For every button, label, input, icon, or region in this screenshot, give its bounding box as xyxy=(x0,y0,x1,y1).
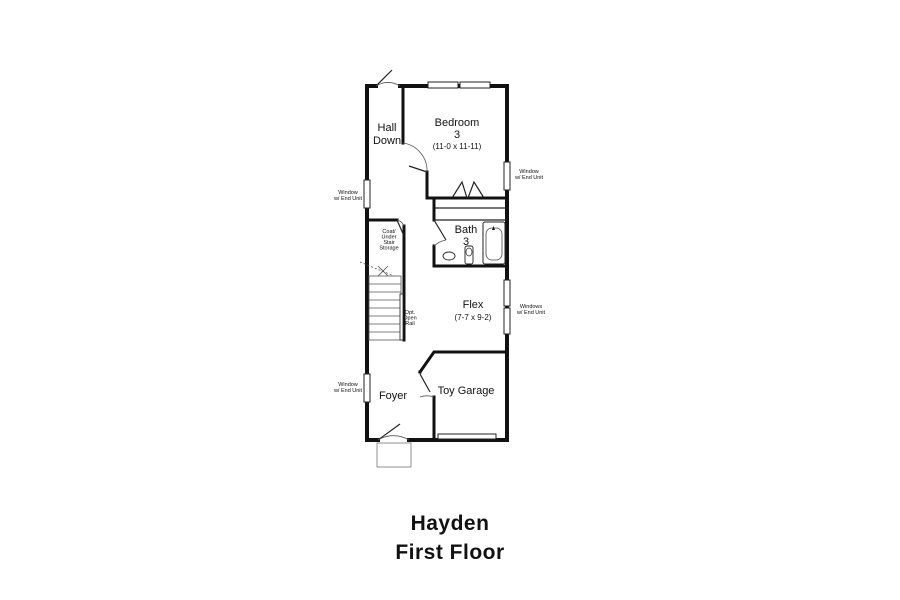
floor-name: First Floor xyxy=(395,541,505,564)
doors xyxy=(375,69,485,468)
bedroom-dimensions: (11-0 x 11-11) xyxy=(433,142,482,151)
window-note-right-upper-line-1: Window xyxy=(519,169,539,175)
open-rail-note-line-2: Open xyxy=(403,316,416,322)
bath-label-line-1: Bath xyxy=(455,224,478,236)
windows xyxy=(363,81,511,440)
window-note-left-upper-line-2: w/ End Unit xyxy=(333,196,363,202)
interior-walls xyxy=(365,84,509,442)
window-note-right-upper-line-2: w/ End Unit xyxy=(514,175,544,181)
foyer-label: Foyer xyxy=(379,390,407,402)
plan-name: Hayden xyxy=(410,512,490,535)
bath-label-line-2: 3 xyxy=(463,236,469,248)
window-note-left-lower-line-1: Window xyxy=(338,382,358,388)
open-rail-note-line-1: Opt. xyxy=(405,310,416,316)
hall-label-line-1: Hall xyxy=(378,122,397,134)
bedroom-label-line-2: 3 xyxy=(454,129,460,141)
toy-garage-label: Toy Garage xyxy=(438,385,495,397)
open-rail-note-line-3: Rail xyxy=(405,321,414,327)
window-note-left-upper-line-1: Window xyxy=(338,190,358,196)
window-note-left-lower-line-2: w/ End Unit xyxy=(333,388,363,394)
bath-fixtures xyxy=(442,221,506,265)
coat-storage-note-line-2: Under xyxy=(382,235,397,241)
windows-note-right-mid-line-1: Windows xyxy=(520,304,543,310)
coat-storage-note-line-4: Storage xyxy=(379,246,398,252)
hall-label-line-2: Down xyxy=(373,135,401,147)
bedroom-label-line-1: Bedroom xyxy=(435,117,480,129)
flex-dimensions: (7-7 x 9-2) xyxy=(455,313,492,322)
flex-label: Flex xyxy=(463,299,484,311)
stairs xyxy=(359,261,404,341)
windows-note-right-mid-line-2: w/ End Unit xyxy=(516,310,546,316)
coat-storage-note-line-1: Coat/ xyxy=(382,229,396,235)
coat-storage-note-line-3: Stair xyxy=(383,240,394,246)
